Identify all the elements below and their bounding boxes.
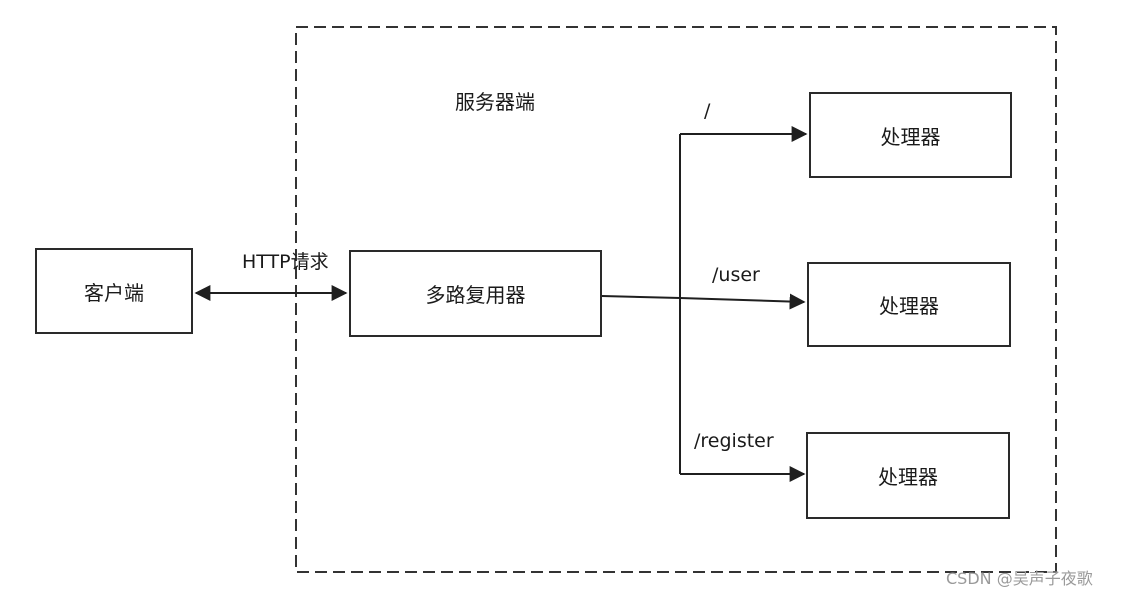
route-label-root: /	[704, 100, 711, 122]
handler-label-root: 处理器	[880, 124, 941, 149]
handler-box-register: 处理器	[806, 432, 1010, 519]
multiplexer-out-line	[601, 295, 681, 299]
handler-box-user: 处理器	[807, 262, 1011, 347]
handler-box-root: 处理器	[809, 92, 1012, 178]
client-box: 客户端	[35, 248, 193, 334]
handler-label-register: 处理器	[878, 465, 938, 489]
server-boundary	[295, 26, 1057, 573]
client-label: 客户端	[84, 280, 144, 305]
route-label-user: /user	[712, 264, 760, 286]
server-title: 服务器端	[455, 90, 535, 114]
handler-label-user: 处理器	[879, 294, 939, 318]
multiplexer-label: 多路复用器	[425, 283, 526, 307]
watermark-text: CSDN @吴声子夜歌	[946, 569, 1093, 588]
http-request-label: HTTP请求	[242, 251, 329, 273]
route-arrow-user	[679, 293, 806, 310]
route-label-register: /register	[694, 430, 774, 452]
multiplexer-box: 多路复用器	[349, 250, 602, 337]
